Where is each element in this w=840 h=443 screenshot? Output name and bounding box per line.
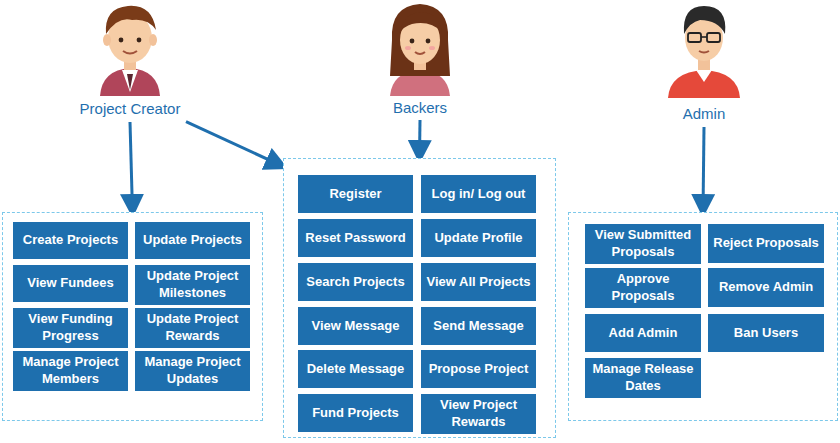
use-case-text: Send Message	[433, 318, 523, 335]
use-case-text: Reset Password	[305, 230, 405, 247]
use-case-text: Fund Projects	[312, 405, 399, 422]
use-case-text: View Project Rewards	[426, 397, 531, 431]
arrow-connector	[418, 120, 422, 158]
group-frame: View Submitted Proposals Reject Proposals…	[568, 212, 838, 421]
use-case-box: Update Project Milestones	[135, 265, 250, 305]
use-case-box: Fund Projects	[298, 394, 413, 432]
use-case-text: View All Projects	[426, 274, 530, 291]
role-name: Backers	[393, 99, 447, 116]
use-case-box: Add Admin	[585, 314, 701, 352]
creator-figure	[100, 6, 160, 96]
use-case-text: Update Project Rewards	[140, 311, 245, 345]
arrow-connector	[130, 122, 133, 212]
arrow-connector	[186, 122, 283, 167]
use-case-box: View Fundees	[13, 265, 128, 302]
use-case-text: Manage Project Updates	[140, 354, 245, 388]
use-case-text: Delete Message	[307, 361, 405, 378]
use-case-box: View Project Rewards	[421, 394, 536, 434]
use-case-box: Delete Message	[298, 350, 413, 388]
use-case-text: Register	[329, 186, 381, 203]
use-case-box: Create Projects	[13, 222, 128, 259]
use-case-text: View Submitted Proposals	[590, 227, 696, 261]
use-case-box: Approve Proposals	[585, 268, 701, 308]
use-case-text: Approve Proposals	[590, 271, 696, 305]
use-case-box: Update Projects	[135, 222, 250, 259]
use-case-text: Create Projects	[23, 232, 118, 249]
use-case-box: View Funding Progress	[13, 308, 128, 348]
use-case-text: Update Projects	[143, 232, 242, 249]
role-name: Admin	[683, 105, 726, 122]
use-case-text: Update Profile	[434, 230, 522, 247]
group-frame: Register Log in/ Log outReset Password Upd…	[283, 158, 556, 438]
use-case-text: View Message	[312, 318, 400, 335]
use-case-box: Log in/ Log out	[421, 175, 536, 213]
use-case-text: Add Admin	[609, 325, 678, 342]
use-case-text: View Funding Progress	[18, 311, 123, 345]
use-case-box: View All Projects	[421, 263, 536, 301]
actor-label: Admin	[644, 101, 764, 125]
use-case-text: View Fundees	[27, 275, 113, 292]
actor-label: Project Creator	[70, 96, 190, 120]
use-case-text: Log in/ Log out	[432, 186, 526, 203]
use-case-text: Reject Proposals	[713, 235, 819, 252]
use-case-box: Reject Proposals	[708, 224, 824, 263]
use-case-box: Remove Admin	[708, 268, 824, 307]
use-case-text: Manage Release Dates	[590, 361, 696, 395]
admin-figure	[668, 6, 740, 98]
use-case-box: Search Projects	[298, 263, 413, 301]
use-case-box: Send Message	[421, 307, 536, 345]
group-frame: Create Projects Update ProjectsView Funde…	[2, 212, 263, 421]
use-case-box: View Message	[298, 307, 413, 345]
use-case-box: View Submitted Proposals	[585, 224, 701, 264]
use-case-box: Manage Project Members	[13, 351, 128, 391]
use-case-box: Propose Project	[421, 350, 536, 388]
use-case-box: Ban Users	[708, 314, 824, 352]
use-case-text: Remove Admin	[719, 279, 813, 296]
role-name: Project Creator	[80, 100, 181, 117]
actor-label: Backers	[360, 96, 480, 118]
use-case-box: Manage Release Dates	[585, 358, 701, 398]
use-case-box: Register	[298, 175, 413, 213]
use-case-text: Search Projects	[306, 274, 404, 291]
use-case-text: Ban Users	[734, 325, 798, 342]
use-case-box: Reset Password	[298, 219, 413, 257]
use-case-text: Update Project Milestones	[140, 268, 245, 302]
arrow-connector	[703, 127, 704, 212]
use-case-box: Update Profile	[421, 219, 536, 257]
use-case-text: Manage Project Members	[18, 354, 123, 388]
use-case-text: Propose Project	[429, 361, 529, 378]
use-case-box: Manage Project Updates	[135, 351, 250, 391]
use-case-box: Update Project Rewards	[135, 308, 250, 348]
backer-figure	[390, 4, 450, 96]
